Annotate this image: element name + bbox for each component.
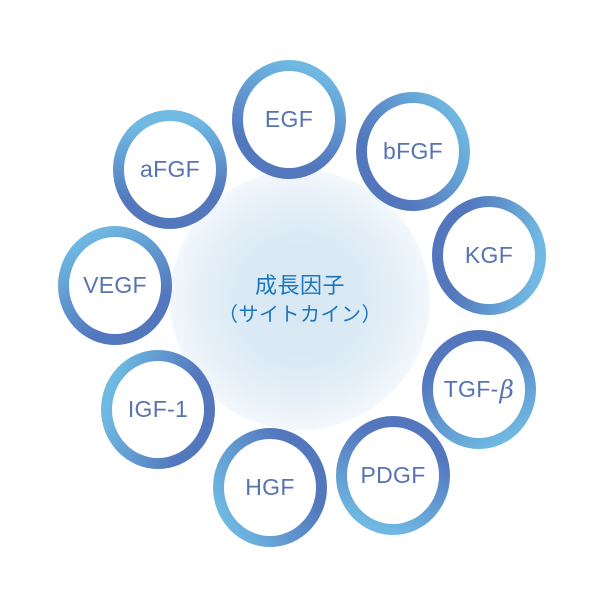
node-label: TGF-β (443, 375, 515, 404)
node-ring (113, 110, 227, 229)
node-ring (58, 226, 172, 345)
node-inner-disc (367, 103, 459, 200)
node-label: VEGF (83, 272, 147, 298)
node-label: KGF (464, 242, 514, 268)
node-vegf[interactable]: VEGF (58, 226, 172, 345)
node-ring (422, 330, 536, 449)
center-label-group: 成長因子 （サイトカイン） (170, 170, 430, 430)
beta-glyph: β (499, 375, 515, 404)
center-label-line2: （サイトカイン） (218, 304, 382, 327)
node-hgf[interactable]: HGF (213, 428, 327, 547)
node-inner-disc (69, 237, 161, 334)
node-label: IGF-1 (127, 396, 189, 422)
node-afgf[interactable]: aFGF (113, 110, 227, 229)
node-label: PDGF (360, 462, 426, 488)
node-kgf[interactable]: KGF (432, 196, 546, 315)
node-inner-disc (124, 121, 216, 218)
node-inner-disc (347, 427, 439, 524)
node-ring (213, 428, 327, 547)
node-ring (432, 196, 546, 315)
node-ring (356, 92, 470, 211)
node-egf[interactable]: EGF (232, 60, 346, 179)
node-bfgf[interactable]: bFGF (356, 92, 470, 211)
center-label-line1: 成長因子 (254, 273, 345, 299)
node-label: bFGF (383, 138, 443, 164)
node-label: HGF (245, 474, 295, 500)
node-label: EGF (264, 106, 314, 132)
node-pdgf[interactable]: PDGF (336, 416, 450, 535)
node-inner-disc (443, 207, 535, 304)
node-tgfb[interactable]: TGF-β (422, 330, 536, 449)
node-igf1[interactable]: IGF-1 (101, 350, 215, 469)
node-inner-disc (224, 439, 316, 536)
node-inner-disc (112, 361, 204, 458)
node-ring (101, 350, 215, 469)
node-inner-disc (243, 71, 335, 168)
node-ring (336, 416, 450, 535)
node-label: aFGF (140, 156, 200, 182)
node-ring (232, 60, 346, 179)
node-inner-disc (433, 341, 525, 438)
